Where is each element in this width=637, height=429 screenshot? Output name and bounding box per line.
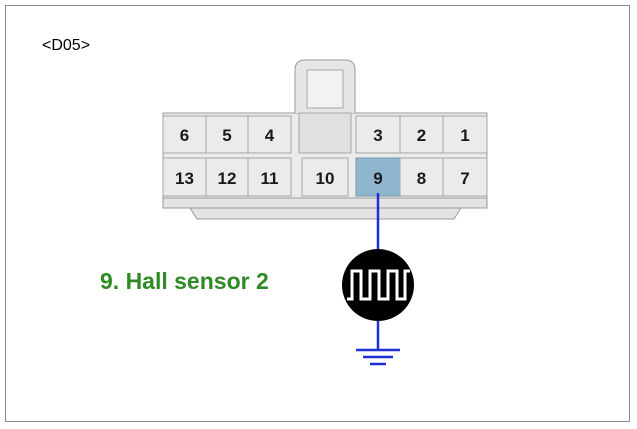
- pin-label-1: 1: [460, 126, 469, 145]
- pin-label-3: 3: [373, 126, 382, 145]
- pin-label-7: 7: [460, 169, 469, 188]
- pin-cell-12: 12: [205, 157, 249, 197]
- ground-icon: [356, 348, 400, 366]
- pin-label-11: 11: [261, 169, 279, 188]
- pin-cell-1: 1: [442, 115, 488, 154]
- latch-channel: [298, 112, 352, 154]
- pin-label-4: 4: [265, 126, 275, 145]
- latch-window: [306, 69, 344, 109]
- pin-label-2: 2: [417, 126, 426, 145]
- pin-label-5: 5: [222, 126, 231, 145]
- pin-cell-7: 7: [442, 157, 488, 197]
- pin-cell-5: 5: [205, 115, 249, 154]
- pin-label-9: 9: [373, 169, 382, 188]
- pin-cell-13: 13: [162, 157, 207, 197]
- pin-label-8: 8: [417, 169, 426, 188]
- pin-cell-9-highlighted: 9: [355, 157, 401, 197]
- pin-cell-11: 11: [247, 157, 292, 197]
- pin-cell-3: 3: [355, 115, 401, 154]
- diagram-frame: [5, 5, 630, 422]
- pin-cell-2: 2: [399, 115, 444, 154]
- connector-id: <D05>: [42, 37, 91, 54]
- pin-cell-8: 8: [399, 157, 444, 197]
- square-wave-signal-icon: [342, 249, 414, 321]
- pin-label-6: 6: [180, 126, 189, 145]
- pin-cell-10: 10: [301, 157, 349, 197]
- connector-base: [189, 207, 462, 220]
- pin-cell-4: 4: [247, 115, 292, 154]
- pin-label-12: 12: [218, 169, 237, 188]
- pin-cell-6: 6: [162, 115, 207, 154]
- pin-label-13: 13: [175, 169, 194, 188]
- hall-sensor-label: 9. Hall sensor 2: [100, 268, 269, 294]
- pin-label-10: 10: [316, 169, 335, 188]
